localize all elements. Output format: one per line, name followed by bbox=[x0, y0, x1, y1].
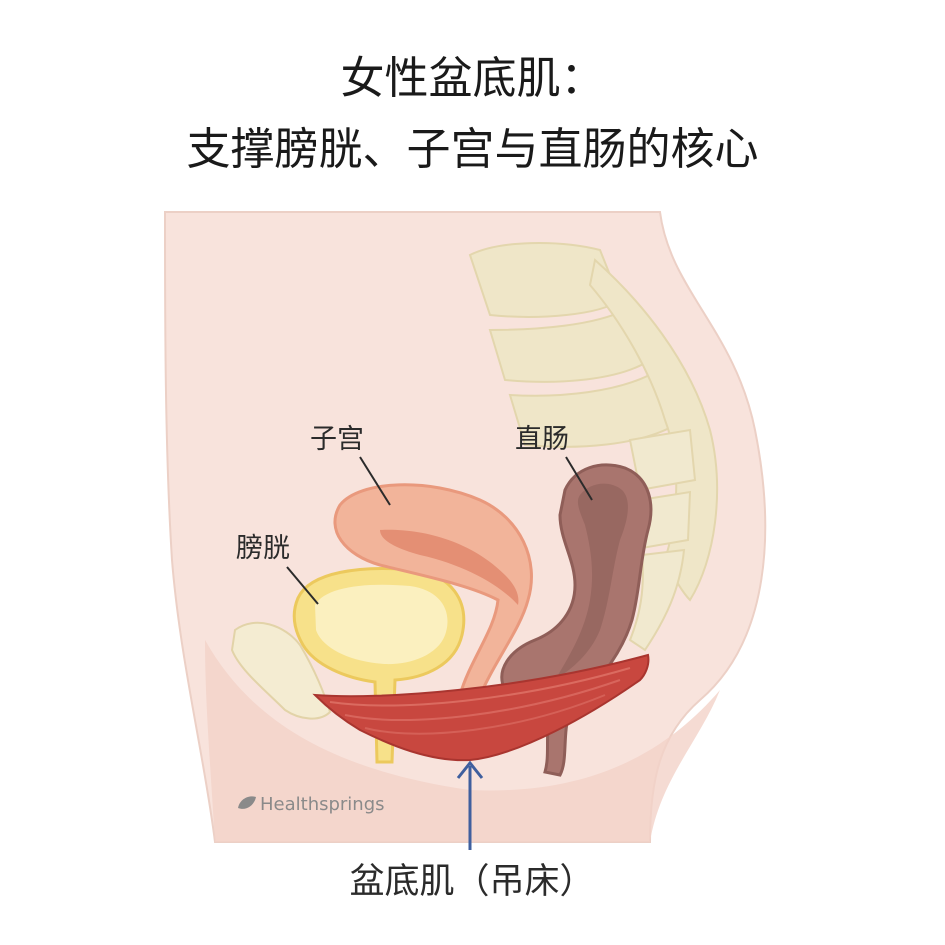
lower-body-shading bbox=[205, 640, 720, 842]
rectum-pointer-line bbox=[565, 456, 593, 501]
label-bladder: 膀胱 bbox=[236, 533, 290, 564]
pelvic-floor-arrow bbox=[456, 760, 484, 850]
title-line-1: 女性盆底肌： bbox=[340, 53, 605, 104]
label-uterus: 子宫 bbox=[310, 424, 364, 455]
bladder bbox=[292, 567, 466, 764]
leaf-icon bbox=[238, 796, 256, 809]
pubic-bone bbox=[230, 621, 332, 720]
watermark: Healthsprings bbox=[238, 794, 385, 815]
label-pelvic-floor: 盆底肌（吊床） bbox=[349, 862, 594, 902]
pelvic-floor-muscle bbox=[312, 653, 650, 762]
watermark-text: Healthsprings bbox=[260, 794, 385, 815]
sacrum-spine bbox=[468, 242, 718, 652]
bladder-pointer-line bbox=[286, 566, 319, 605]
label-rectum: 直肠 bbox=[515, 424, 569, 455]
uterus-pointer-line bbox=[359, 456, 391, 506]
title-line-2: 支撑膀胱、子宫与直肠的核心 bbox=[186, 124, 759, 175]
